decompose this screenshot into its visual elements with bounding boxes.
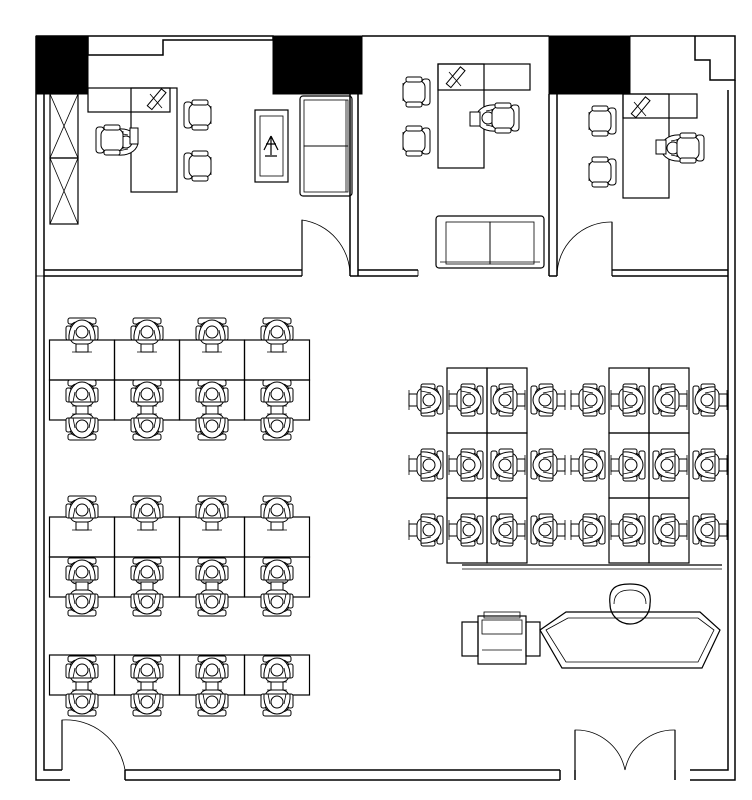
workstation-seat-icon xyxy=(611,384,645,416)
workstation-seat-icon xyxy=(653,384,687,416)
sofa-icon xyxy=(435,215,545,269)
workstation-block-left xyxy=(48,318,311,716)
workstation-seat-icon xyxy=(531,384,565,416)
reception-desk xyxy=(539,611,721,669)
workstation-seat-icon xyxy=(261,582,293,616)
workstation-seat-icon xyxy=(66,496,98,530)
workstation-seat-icon xyxy=(571,514,605,546)
workstation-seat-icon xyxy=(196,496,228,530)
workstation-seat-icon xyxy=(196,582,228,616)
workstation-seat-icon xyxy=(449,384,483,416)
workstation-seat-icon xyxy=(196,318,228,352)
workstation-seat-icon xyxy=(409,449,443,481)
workstation-seat-icon xyxy=(693,449,727,481)
workstation-seat-icon xyxy=(409,384,443,416)
office-partitions xyxy=(44,94,728,277)
workstation-seat-icon xyxy=(66,682,98,716)
workstation-seat-icon xyxy=(66,380,98,414)
door-swing-icon xyxy=(61,219,676,771)
office-3 xyxy=(588,93,705,199)
workstation-seat-icon xyxy=(66,582,98,616)
cabinet-icon xyxy=(49,93,79,225)
copier-icon xyxy=(461,611,541,665)
workstation-seat-icon xyxy=(261,380,293,414)
workstation-seat-icon xyxy=(131,582,163,616)
workstation-seat-icon xyxy=(196,682,228,716)
workstation-seat-icon xyxy=(693,514,727,546)
outer-walls xyxy=(35,35,736,781)
workstation-block-right xyxy=(409,367,727,564)
sofa-icon xyxy=(299,95,353,197)
reception-area xyxy=(461,583,721,669)
office-chair-icon xyxy=(609,583,651,625)
workstation-seat-icon xyxy=(66,318,98,352)
workstation-seat-icon xyxy=(409,514,443,546)
workstation-seat-icon xyxy=(131,496,163,530)
workstation-seat-icon xyxy=(571,384,605,416)
workstation-seat-icon xyxy=(653,514,687,546)
workstation-seat-icon xyxy=(131,682,163,716)
workstation-seat-icon xyxy=(449,449,483,481)
workstation-seat-icon xyxy=(611,449,645,481)
workstation-seat-icon xyxy=(693,384,727,416)
workstation-seat-icon xyxy=(653,449,687,481)
workstation-seat-icon xyxy=(531,449,565,481)
workstation-seat-icon xyxy=(261,496,293,530)
workstation-seat-icon xyxy=(131,318,163,352)
workstation-seat-icon xyxy=(571,449,605,481)
workstation-seat-icon xyxy=(261,682,293,716)
workstation-desk xyxy=(648,497,690,564)
workstation-seat-icon xyxy=(449,514,483,546)
office-1 xyxy=(49,87,353,225)
workstation-seat-icon xyxy=(491,384,525,416)
structural-columns xyxy=(35,35,631,95)
workstation-seat-icon xyxy=(491,449,525,481)
workstation-seat-icon xyxy=(491,514,525,546)
workstation-seat-icon xyxy=(611,514,645,546)
workstation-desk xyxy=(486,497,528,564)
workstation-seat-icon xyxy=(196,380,228,414)
workstation-seat-icon xyxy=(531,514,565,546)
office-2 xyxy=(402,63,545,269)
workstation-seat-icon xyxy=(261,318,293,352)
plant-icon xyxy=(254,109,289,183)
workstation-seat-icon xyxy=(131,380,163,414)
